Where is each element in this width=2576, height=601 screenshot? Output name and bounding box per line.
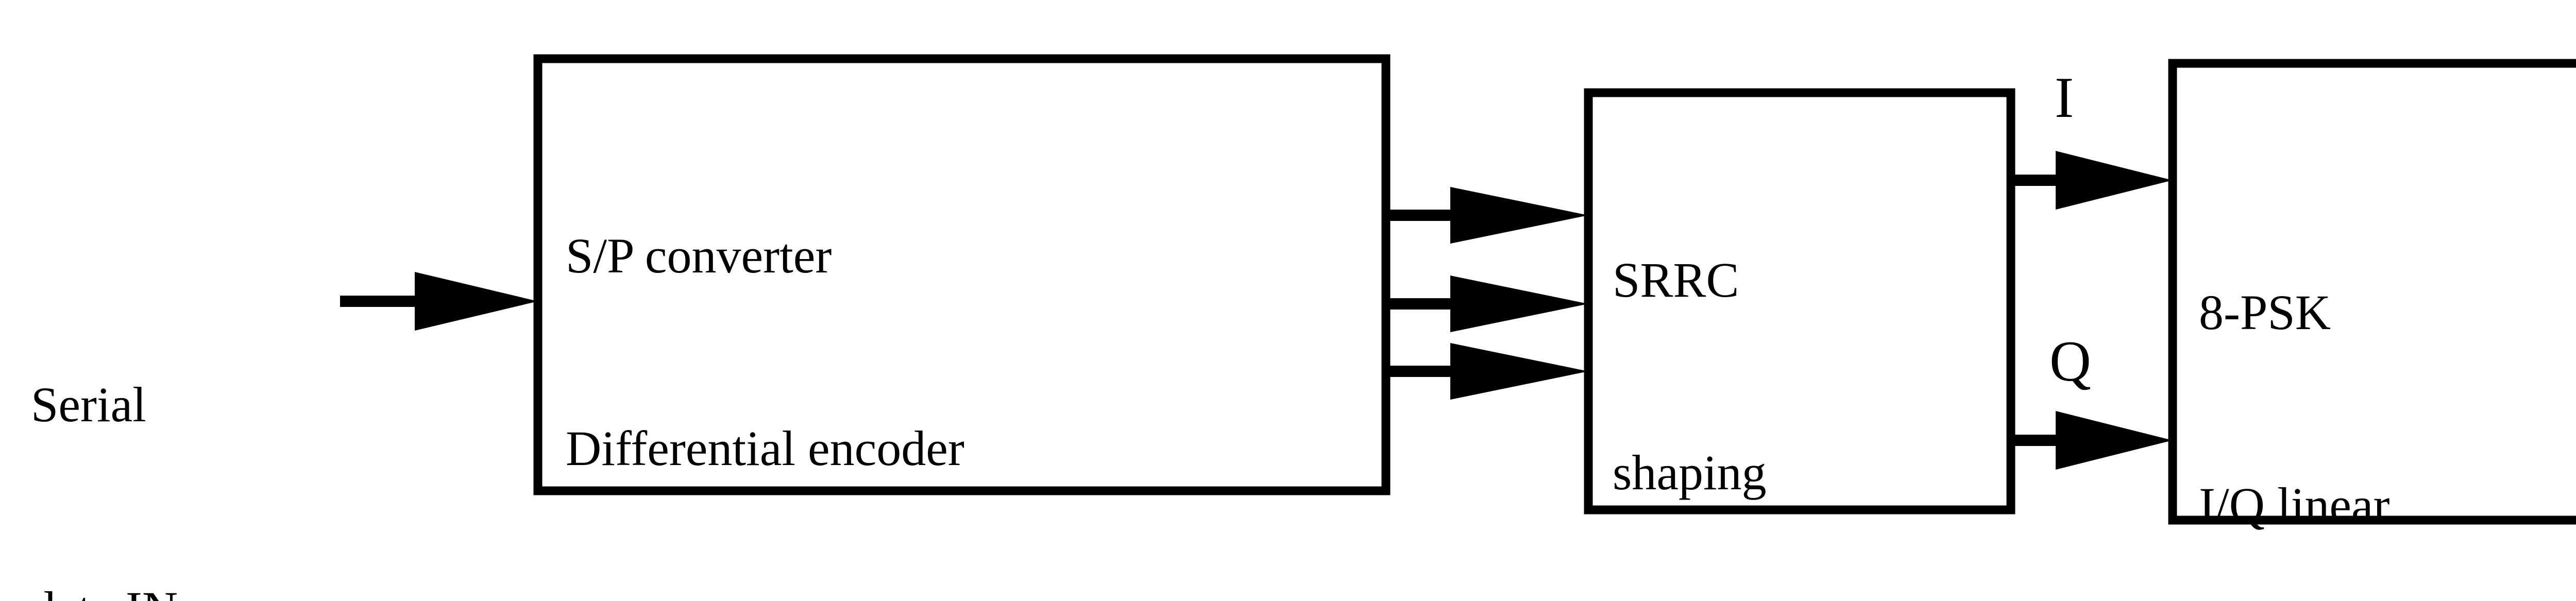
srrc-block-label: SRRC shaping α=0,35 or α=0,5 xyxy=(1613,119,2004,601)
srrc-block-line-1: SRRC xyxy=(1613,252,1739,307)
encoder-to-srrc-arrow-1 xyxy=(1386,187,1588,244)
encoder-block-line-1: S/P converter xyxy=(566,228,832,283)
encoder-to-srrc-arrow-2 xyxy=(1386,276,1588,332)
input-label: Serial data IN xyxy=(31,234,319,601)
encoder-block-rect[interactable] xyxy=(533,54,1391,495)
encoder-block-label: S/P converter Differential encoder Trell… xyxy=(566,95,1369,601)
modulator-block-rect[interactable] xyxy=(2168,59,2576,525)
srrc-to-modulator-i-arrow xyxy=(2011,151,2173,210)
input-label-line-1: Serial xyxy=(31,376,146,432)
encoder-to-srrc-arrow-3 xyxy=(1386,343,1588,400)
modulator-block-line-1: 8-PSK xyxy=(2199,284,2331,340)
input-label-line-2: data IN xyxy=(31,575,319,601)
modulator-block-line-2: I/Q linear xyxy=(2199,477,2390,533)
input-arrow xyxy=(340,272,538,331)
encoder-block-line-2: Differential encoder xyxy=(566,420,964,476)
q-signal-label: Q xyxy=(2049,330,2091,393)
srrc-to-modulator-q-arrow xyxy=(2011,411,2173,470)
srrc-block-rect[interactable] xyxy=(1584,88,2015,514)
srrc-block-line-2: shaping xyxy=(1613,444,1767,500)
modulator-block-label: 8-PSK I/Q linear modulator xyxy=(2199,152,2576,601)
i-signal-label: I xyxy=(2055,66,2074,130)
